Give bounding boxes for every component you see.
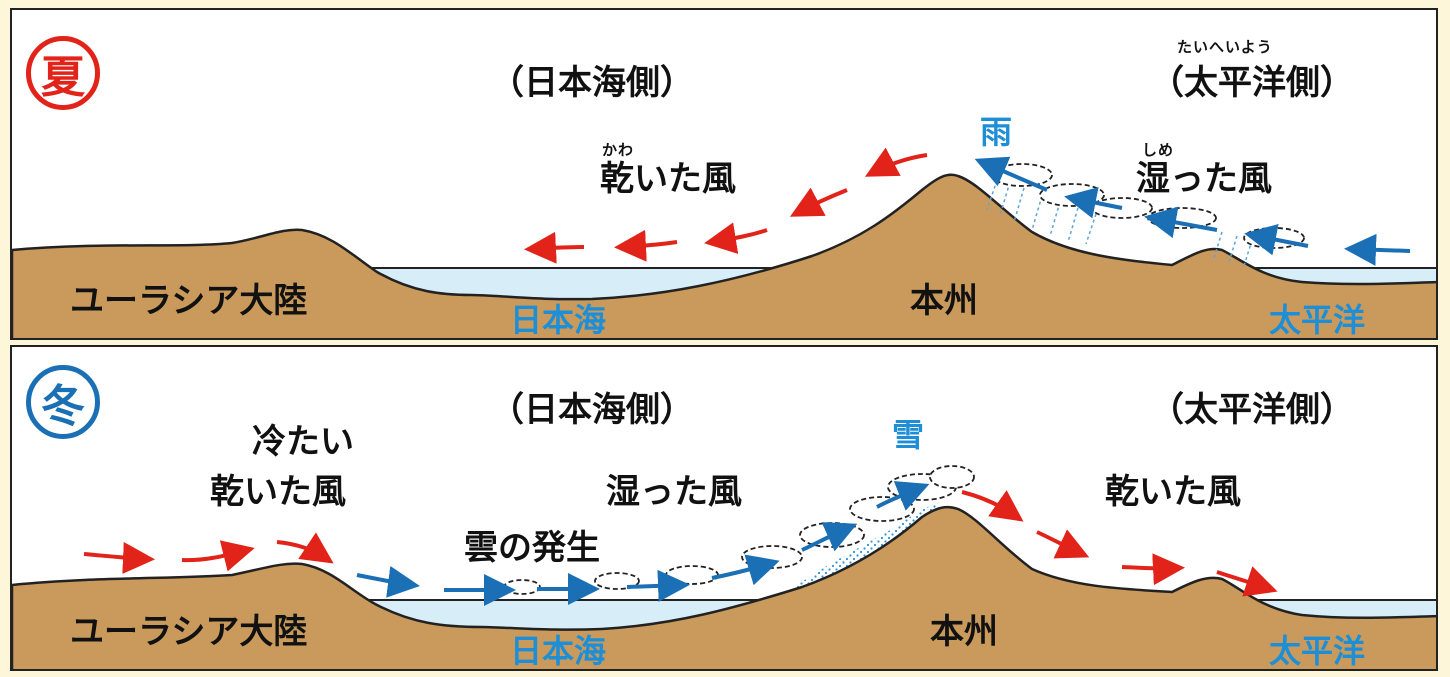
summer-pacific-label: 太平洋 — [1269, 301, 1366, 339]
winter-wet-wind-label: 湿った風 — [606, 472, 742, 512]
summer-continent-label: ユーラシア大陸 — [70, 281, 308, 321]
winter-pacific-label: 太平洋 — [1269, 632, 1366, 670]
dry-wind-ruby: かわ — [602, 141, 635, 159]
summer-japan-sea-side-label: （日本海側） — [490, 63, 694, 103]
dry-wind-arrows — [524, 147, 928, 264]
winter-dry-wind-right-label: 乾いた風 — [1105, 472, 1241, 512]
summer-pacific-ruby: たいへいよう — [1177, 38, 1273, 56]
snow-label: 雪 — [892, 416, 925, 454]
winter-japan-sea-label: 日本海 — [510, 632, 607, 670]
land-profile — [12, 505, 1436, 669]
wet-wind-arrows — [356, 481, 930, 606]
rain-label: 雨 — [980, 113, 1013, 151]
snow-dots — [782, 502, 937, 599]
summer-season-badge: 夏 — [26, 36, 100, 110]
winter-japan-sea-side-label: （日本海側） — [490, 390, 694, 430]
land-profile — [12, 173, 1436, 338]
winter-pacific-side-label: （太平洋側） — [1150, 390, 1354, 430]
summer-pacific-side-label: （太平洋側） — [1150, 63, 1354, 103]
summer-japan-sea-label: 日本海 — [510, 301, 607, 339]
cloud-generation-label: 雲の発生 — [464, 528, 600, 568]
winter-panel: 冬 （日本海側） （太平洋側） 冷たい 乾いた風 湿った風 雲の発生 雪 乾いた… — [10, 345, 1438, 671]
summer-scene — [12, 147, 1436, 338]
wet-wind-ruby: しめ — [1142, 141, 1175, 159]
summer-wet-wind-label: 湿った風 — [1136, 159, 1272, 199]
cold-dry-wind-arrows — [83, 532, 334, 574]
summer-honshu-label: 本州 — [910, 281, 978, 321]
summer-dry-wind-label: 乾いた風 — [600, 159, 736, 199]
cold-label: 冷たい — [252, 422, 354, 462]
dry-wind-arrows — [961, 490, 1278, 597]
winter-honshu-label: 本州 — [930, 612, 998, 652]
winter-continent-label: ユーラシア大陸 — [70, 612, 308, 652]
winter-dry-wind-left-label: 乾いた風 — [210, 472, 346, 512]
winter-scene — [12, 465, 1436, 669]
wet-wind-arrows — [974, 156, 1411, 266]
summer-panel: 夏 （日本海側） たいへいよう （太平洋側） かわ 乾いた風 しめ 湿った風 雨… — [10, 8, 1438, 340]
winter-season-badge: 冬 — [26, 365, 100, 439]
